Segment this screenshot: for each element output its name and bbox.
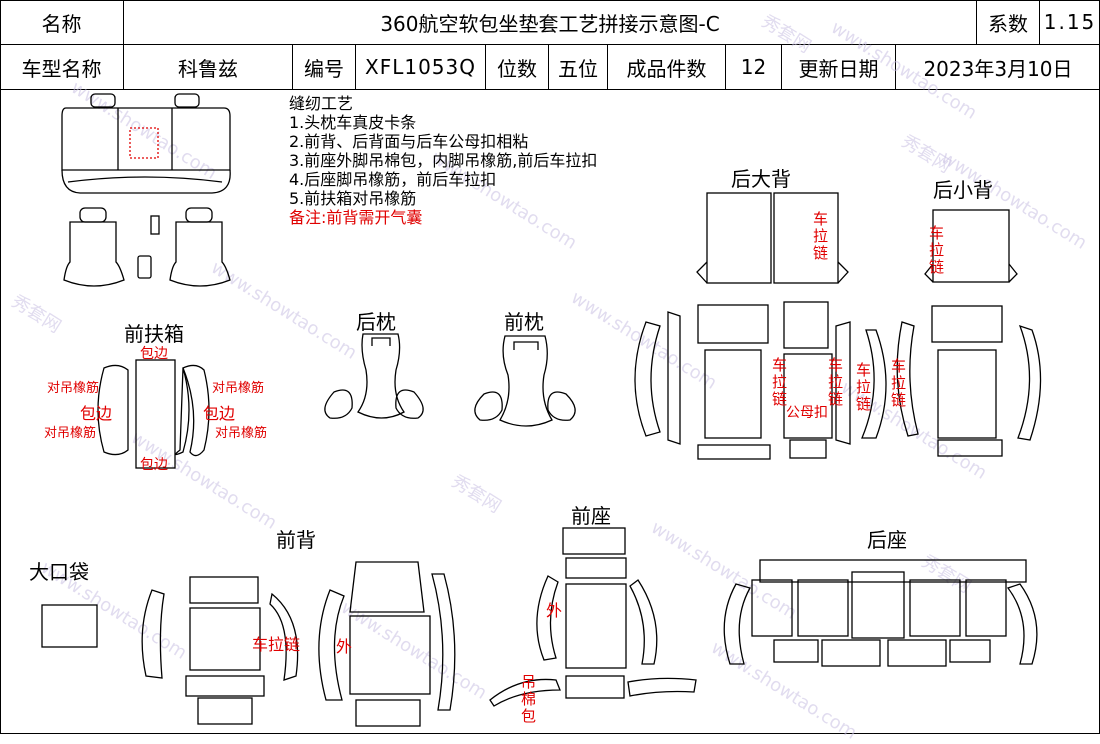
rear-big-back-pattern xyxy=(696,192,849,284)
annotation-zipper: 车拉链 xyxy=(252,635,301,654)
section-label-front-seat: 前座 xyxy=(571,504,611,528)
date-value: 2023年3月10日 xyxy=(923,56,1073,81)
annotation-snap: 公母扣 xyxy=(786,405,828,421)
annotation-pair-elastic: 对吊橡筋 xyxy=(215,426,268,441)
date-label: 更新日期 xyxy=(782,45,896,89)
seats-value: 五位 xyxy=(549,45,608,89)
note-item: 5.前扶箱对吊橡筋 xyxy=(289,189,417,208)
coef-value: 1.15 xyxy=(1043,10,1097,34)
sewing-notes: 缝纫工艺 1.头枕车真皮卡条 2.前背、后背面与后车公母扣相粘 3.前座外脚吊棉… xyxy=(289,94,597,227)
annotation-zipper: 车拉链 xyxy=(855,361,871,413)
notes-heading: 缝纫工艺 xyxy=(289,94,354,113)
annotation-pair-elastic: 对吊橡筋 xyxy=(44,426,97,441)
section-label-rear-seat: 后座 xyxy=(867,528,907,552)
code-label: 编号 xyxy=(293,45,356,89)
header-bottom-line xyxy=(0,89,1100,90)
pieces-label: 成品件数 xyxy=(608,45,726,89)
note-item: 4.后座脚吊橡筋，前后车拉扣 xyxy=(289,170,497,189)
annotation-outer: 外 xyxy=(336,637,353,656)
front-back-pattern xyxy=(141,561,456,727)
front-seat-pattern xyxy=(489,527,697,707)
section-label-big-pocket: 大口袋 xyxy=(29,560,89,584)
section-label-rear-small-back: 后小背 xyxy=(933,178,993,202)
section-label-front-back: 前背 xyxy=(276,528,316,552)
rear-seat-pattern xyxy=(723,559,1038,667)
annotation-wrap-edge: 包边 xyxy=(140,346,168,362)
header-divider xyxy=(0,44,1100,45)
pieces-value: 12 xyxy=(726,45,782,89)
code-value: XFL1053Q xyxy=(356,45,486,89)
note-item: 2.前背、后背面与后车公母扣相粘 xyxy=(289,132,529,151)
annotation-zipper: 车拉链 xyxy=(928,224,944,276)
annotation-zipper: 车拉链 xyxy=(812,210,828,262)
front-pillow-pattern xyxy=(474,335,576,427)
annotation-cotton-pad: 吊棉包 xyxy=(520,673,536,725)
front-armrest-pattern xyxy=(97,359,210,469)
model-label: 车型名称 xyxy=(0,45,124,89)
section-label-front-pillow: 前枕 xyxy=(504,310,544,334)
note-item: 1.头枕车真皮卡条 xyxy=(289,113,417,132)
seat-overview-rear xyxy=(61,93,231,194)
coef-label: 系数 xyxy=(977,0,1040,44)
annotation-pair-elastic: 对吊橡筋 xyxy=(212,381,265,396)
name-label: 名称 xyxy=(0,0,124,44)
annotation-wrap-edge: 包边 xyxy=(80,404,113,423)
annotation-wrap-edge: 包边 xyxy=(203,404,236,423)
notes-remark: 备注:前背需开气囊 xyxy=(289,208,423,227)
rear-small-back-pattern xyxy=(924,209,1018,283)
annotation-zipper: 车拉链 xyxy=(771,356,787,408)
seats-label: 位数 xyxy=(486,45,549,89)
section-label-front-armrest: 前扶箱 xyxy=(124,322,184,346)
big-pocket-pattern xyxy=(41,604,98,648)
annotation-zipper: 车拉链 xyxy=(827,356,843,408)
rear-pillow-pattern xyxy=(324,333,424,419)
annotation-zipper: 车拉链 xyxy=(890,357,906,409)
note-item: 3.前座外脚吊棉包，内脚吊橡筋,前后车拉扣 xyxy=(289,151,598,170)
rear-back-pieces xyxy=(634,301,1042,460)
section-label-rear-big-back: 后大背 xyxy=(731,167,791,191)
annotation-pair-elastic: 对吊橡筋 xyxy=(47,381,100,396)
section-label-rear-pillow: 后枕 xyxy=(356,310,396,334)
seat-overview-front xyxy=(63,207,231,287)
diagram-title: 360航空软包坐垫套工艺拼接示意图-C xyxy=(124,0,977,44)
model-value: 科鲁兹 xyxy=(124,45,293,89)
annotation-wrap-edge: 包边 xyxy=(140,457,168,473)
annotation-outer: 外 xyxy=(546,601,563,620)
